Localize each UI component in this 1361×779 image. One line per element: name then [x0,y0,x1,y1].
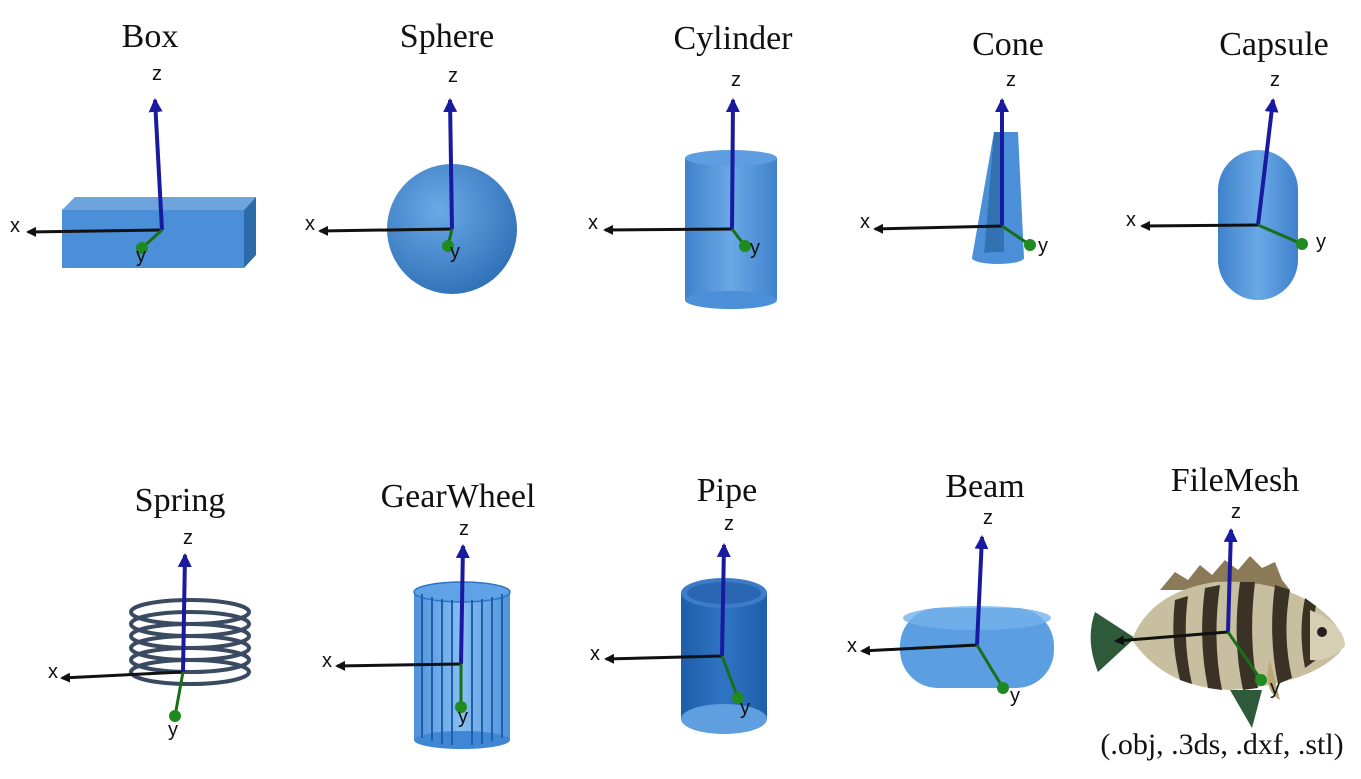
cone-x-label: x [860,211,870,233]
box-y-label: y [136,245,146,267]
pipe-axes: x z y [590,513,750,719]
cylinder-axes: x z y [588,69,760,259]
capsule-axes: x z y [1126,69,1326,253]
spring-z-label: z [183,527,193,549]
spring-y-label: y [168,719,178,741]
beam-y-label: y [1010,685,1020,707]
sphere-z-label: z [448,65,458,87]
title-capsule: Capsule [1219,26,1329,63]
title-gearwheel: GearWheel [380,478,536,515]
gearwheel-z-label: z [459,518,469,540]
title-filemesh: FileMesh [1170,462,1300,499]
pipe-x-label: x [590,643,600,665]
cone-z-label: z [1006,69,1016,91]
capsule-x-label: x [1126,209,1136,231]
capsule-z-label: z [1270,69,1280,91]
filemesh-axes: z y [1114,501,1280,699]
title-cylinder: Cylinder [673,20,793,57]
cylinder-y-label: y [750,237,760,259]
cylinder-z-label: z [731,69,741,91]
spring-x-label: x [48,661,58,683]
sphere-y-label: y [450,241,460,263]
title-pipe: Pipe [696,472,758,509]
title-spring: Spring [134,482,226,519]
filemesh-z-label: z [1231,501,1241,523]
sphere-axes: x z y [305,65,460,263]
beam-axes: x z y [847,507,1020,707]
spring-shape [129,598,251,686]
filemesh-y-label: y [1270,677,1280,699]
fish-illustration [1090,556,1345,728]
beam-z-label: z [983,507,993,529]
sphere-x-label: x [305,213,315,235]
title-sphere: Sphere [399,18,495,55]
pipe-y-label: y [740,697,750,719]
cone-y-label: y [1038,235,1048,257]
box-x-label: x [10,215,20,237]
beam-x-label: x [847,635,857,657]
gearwheel-y-label: y [458,706,468,728]
cone-axes: x z y [860,69,1048,257]
box-axes: x z y [10,63,164,267]
spring-axes: x z y [48,527,193,741]
gearwheel-x-label: x [322,650,332,672]
capsule-y-label: y [1316,231,1326,253]
cone-shape [972,132,1024,264]
cylinder-x-label: x [588,212,598,234]
title-box: Box [121,18,179,55]
title-cone: Cone [972,26,1044,63]
title-beam: Beam [945,468,1025,505]
gearwheel-axes: x z y [322,518,470,728]
pipe-z-label: z [724,513,734,535]
filemesh-formats: (.obj, .3ds, .dxf, .stl) [1100,728,1344,761]
box-z-label: z [152,63,162,85]
